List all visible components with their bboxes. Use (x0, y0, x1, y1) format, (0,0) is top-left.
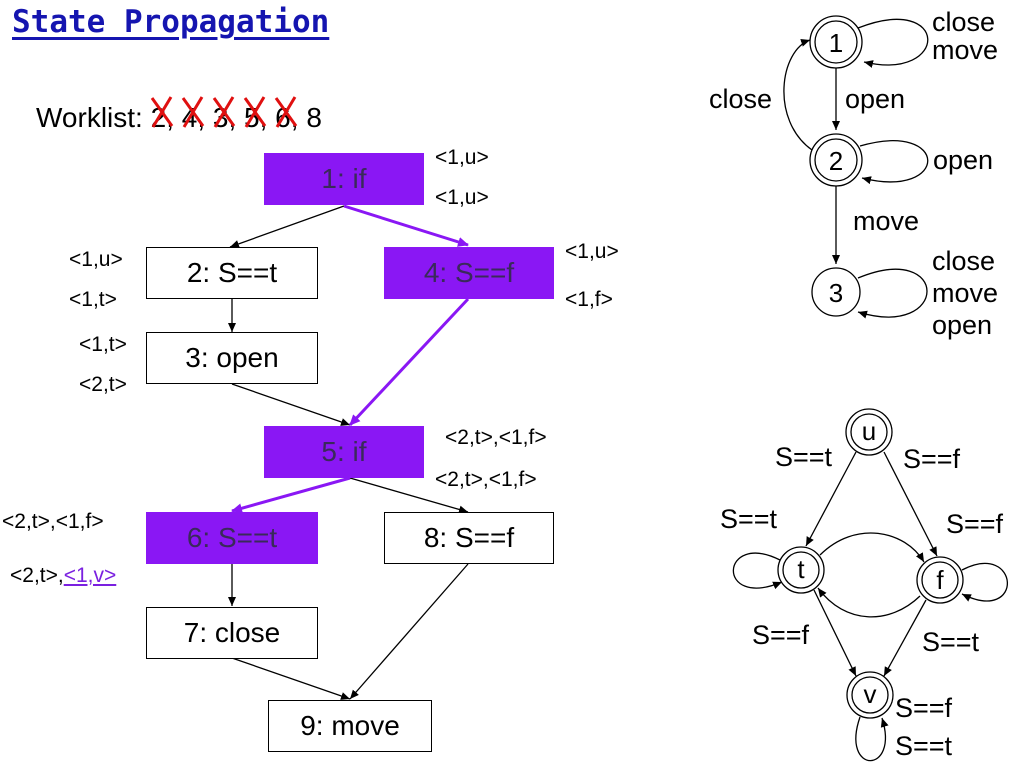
state-v-inner (851, 676, 889, 714)
state-label-n2-in: <1,u> (69, 248, 123, 271)
state-t-outer (777, 546, 825, 594)
state-link-1v[interactable]: <1,v> (63, 564, 117, 587)
state-label-n4-in: <1,u> (565, 240, 619, 263)
cfg-edge-1-2 (229, 205, 345, 248)
cfg-edge-7-9 (231, 657, 351, 700)
state-label-n1-in: <1,u> (435, 146, 489, 169)
state-u-inner (850, 413, 888, 451)
sm2-edge-u-t (805, 451, 857, 547)
worklist-item: 8 (306, 102, 322, 133)
sm1-edge-1-2-label: open (845, 84, 906, 114)
state-f-outer (916, 556, 964, 604)
state-v-outer (846, 671, 894, 719)
state-label-n5-out: <2,t>,<1,f> (435, 468, 537, 491)
sm2-self-v (855, 716, 889, 762)
sm1-self-1 (857, 18, 929, 68)
sm1-self-3-label: close move open (932, 246, 999, 340)
sm1-self-2 (859, 140, 929, 185)
state-2-label: 2 (828, 145, 844, 176)
state-u-label: u (861, 415, 877, 446)
cfg-edge-3-5 (231, 383, 351, 426)
cfg-node-2: 2: S==t (146, 247, 318, 299)
sm1-self-2-label: open (933, 145, 994, 175)
sm2-self-f-label: S==f (946, 509, 1004, 539)
state-label-n5-in: <2,t>,<1,f> (445, 426, 547, 449)
sm2-self-v-label-2: S==t (895, 731, 953, 761)
sm1-self-1-label: close move (932, 7, 999, 65)
sm1-self-3 (857, 268, 928, 319)
state-label-n4-out: <1,f> (565, 288, 613, 311)
state-v-label: v (863, 678, 877, 709)
state-f-inner (921, 561, 959, 599)
cfg-edge-1-4 (343, 204, 469, 247)
sm2-self-t (732, 552, 783, 590)
cfg-node-6: 6: S==t (146, 512, 318, 564)
state-t-inner (782, 551, 820, 589)
state-label-n3-out: <2,t> (79, 373, 127, 396)
cfg-node-9: 9: move (268, 700, 432, 752)
state-1-inner (814, 20, 858, 64)
sm2-edge-f-v-label: S==t (922, 627, 980, 657)
cfg-node-1: 1: if (264, 153, 424, 205)
state-f-label: f (936, 564, 944, 595)
sm1-edge-2-1-label: close (709, 84, 773, 114)
sm2-edge-t-v (813, 589, 857, 677)
cfg-node-3: 3: open (146, 332, 318, 384)
cfg-edge-5-6 (231, 476, 351, 514)
sm2-edge-f-v (883, 599, 927, 677)
sm2-edge-u-f (883, 451, 938, 557)
sm2-edge-u-f-label: S==f (903, 444, 961, 474)
sm2-edge-f-t (817, 587, 921, 618)
cfg-edge-8-9 (349, 563, 469, 700)
cfg-node-7: 7: close (146, 607, 318, 659)
state-label-n1-out: <1,u> (435, 186, 489, 209)
state-3 (811, 267, 861, 317)
state-1-label: 1 (828, 27, 844, 58)
sm2-edge-t-f (819, 532, 925, 563)
cfg-edge-5-8 (349, 477, 469, 514)
sm1-edge-2-1 (783, 39, 813, 151)
sm2-self-t-label: S==t (720, 504, 778, 534)
state-u-outer (845, 408, 893, 456)
state-3-label: 3 (828, 277, 844, 308)
state-label-n6-in: <2,t>,<1,f> (2, 510, 104, 533)
sm2-self-f (961, 562, 1008, 602)
sm2-edge-t-v-label: S==f (752, 620, 810, 650)
state-label-n3-in: <1,t> (79, 333, 127, 356)
state-2-inner (814, 138, 858, 182)
cfg-edge-4-5 (348, 297, 470, 427)
sm2-edge-u-t-label: S==t (775, 442, 833, 472)
file-state-machine (783, 15, 929, 319)
sm2-self-v-label-1: S==f (895, 693, 953, 723)
sm1-edge-2-3-label: move (853, 206, 920, 236)
state-label-n6-out: <2,t>,<1,v> (10, 564, 117, 587)
state-t-label: t (797, 553, 805, 584)
worklist-label: Worklist: (36, 102, 151, 133)
cfg-node-4: 4: S==f (384, 247, 554, 299)
state-label-n2-out: <1,t> (69, 288, 117, 311)
cfg-node-5: 5: if (264, 426, 424, 478)
s-state-machine (732, 408, 1008, 762)
cfg-node-8: 8: S==f (384, 512, 554, 564)
page-title: State Propagation (12, 4, 330, 40)
